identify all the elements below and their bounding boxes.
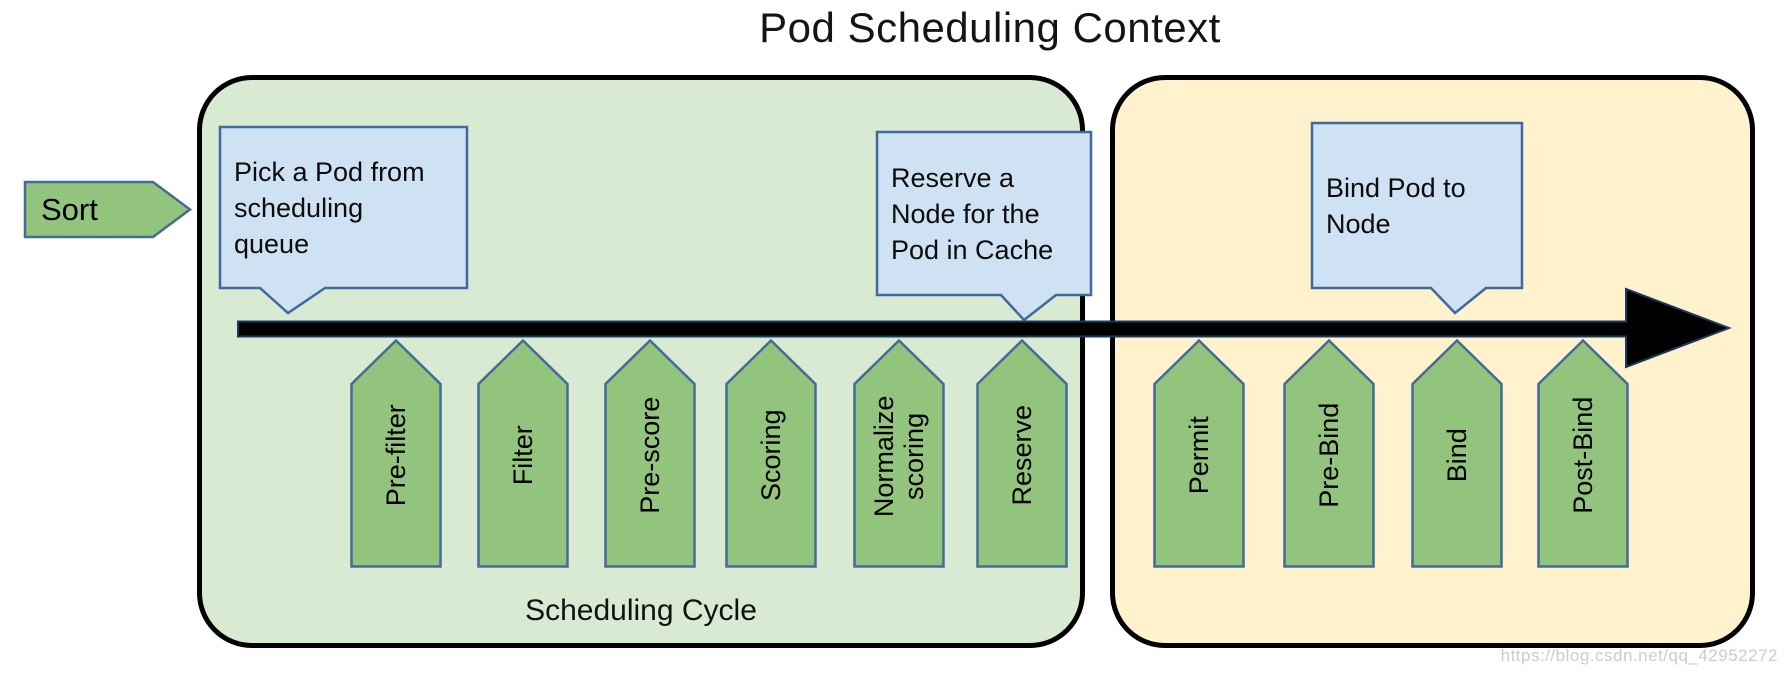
stage-arrow-icon [477,339,569,568]
stage-label: Pre-Bind [1313,402,1344,508]
stage-bind: Bind [1411,339,1503,568]
sort-step: Sort [23,180,193,240]
stage-label: Pre-score [634,396,665,514]
stage-label: Post-Bind [1567,396,1598,514]
callout-bind-pod-text: Bind Pod to Node [1326,172,1466,239]
stage-arrow-icon [853,339,945,568]
stage-label: Bind [1441,427,1472,482]
stage-label: Filter [507,424,538,485]
sort-arrow-icon [23,180,193,239]
sort-label: Sort [41,191,98,227]
stage-arrow-icon [976,339,1068,568]
callout-pick-pod-text: Pick a Pod from scheduling queue [234,156,425,259]
stage-filter: Filter [477,339,569,568]
callout-pick-pod: Pick a Pod from scheduling queue [218,125,470,317]
stage-arrow-icon [350,339,442,568]
stage-scoring: Scoring [725,339,817,568]
stage-pre-bind: Pre-Bind [1283,339,1375,568]
stage-arrow-icon [604,339,696,568]
stage-normalize-scoring: Normalize scoring [853,339,945,568]
stage-arrow-icon [1283,339,1375,568]
stage-pre-filter: Pre-filter [350,339,442,568]
diagram-title: Pod Scheduling Context [759,4,1221,51]
scheduling-cycle-label: Scheduling Cycle [525,594,757,627]
stage-reserve: Reserve [976,339,1068,568]
stage-pre-score: Pre-score [604,339,696,568]
stage-label: Permit [1183,415,1214,494]
stage-label: Pre-filter [380,403,411,506]
watermark: https://blog.csdn.net/qq_42952272 [1500,646,1778,665]
stage-permit: Permit [1153,339,1245,568]
stage-arrow-icon [1537,339,1629,568]
stage-arrow-icon [1411,339,1503,568]
stage-arrow-icon [725,339,817,568]
stage-label: Normalize scoring [868,395,929,517]
callout-bind-pod: Bind Pod to Node [1310,121,1525,319]
stage-post-bind: Post-Bind [1537,339,1629,568]
callout-reserve-node-text: Reserve a Node for the Pod in Cache [891,162,1054,265]
stage-label: Reserve [1006,404,1037,505]
stage-arrow-icon [1153,339,1245,568]
callout-reserve-node: Reserve a Node for the Pod in Cache [875,130,1094,325]
stage-label: Scoring [755,408,786,501]
